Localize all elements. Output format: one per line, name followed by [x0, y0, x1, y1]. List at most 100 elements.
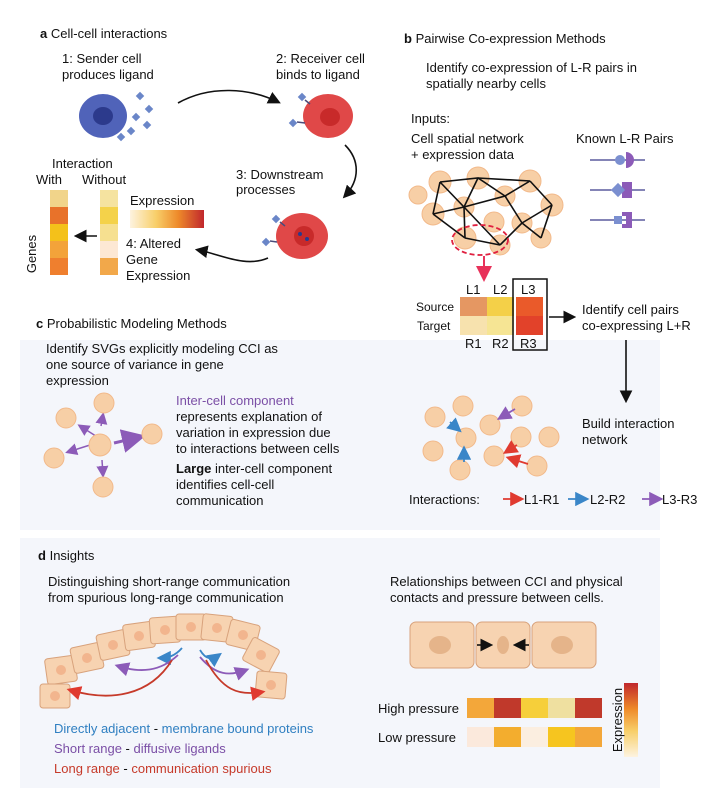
inter-cell-line4: to interactions between cells	[176, 441, 340, 456]
low-pressure-cell-0	[467, 727, 494, 747]
directly-adjacent-legend: Directly adjacent - membrane bound prote…	[54, 721, 314, 736]
build-network-line1: Build interaction	[582, 416, 675, 431]
high-pressure-cell-0	[467, 698, 494, 718]
step3-line1: 3: Downstream	[236, 167, 324, 182]
lr-expression-table	[460, 278, 548, 351]
inter-cell-line2: represents explanation of	[176, 409, 322, 424]
panel-d-heading: d Insights	[38, 548, 95, 563]
pressure-expression-label: Expression	[610, 687, 625, 753]
ligand-dots-icon	[116, 91, 154, 142]
with-label: With	[36, 172, 62, 187]
source-cell-0	[460, 297, 487, 316]
with-gene-cell-3	[50, 241, 68, 258]
low-pressure-cell-2	[521, 727, 548, 747]
low-pressure-cell-1	[494, 727, 521, 747]
without-gene-cell-0	[100, 190, 118, 207]
interaction-label: Interaction	[52, 156, 113, 171]
panel-a-heading: a Cell-cell interactions	[40, 26, 168, 41]
probabilistic-cells	[43, 392, 163, 498]
arrow-2-to-3	[342, 144, 358, 199]
panel-c-heading: c Probabilistic Modeling Methods	[36, 316, 227, 331]
cell-spatial-network	[408, 166, 564, 256]
downstream-cell-icon	[261, 213, 328, 259]
with-gene-cell-2	[50, 224, 68, 241]
step1-line2: produces ligand	[62, 67, 154, 82]
without-gene-cell-4	[100, 258, 118, 275]
receiver-cell-icon	[288, 92, 353, 138]
step4-line1: 4: Altered	[126, 236, 181, 251]
chain-nuclei	[50, 622, 276, 701]
with-column	[50, 190, 68, 275]
pressure-heatmap	[467, 698, 602, 747]
step2-line1: 2: Receiver cell	[276, 51, 365, 66]
identify-pairs-line2: co-expressing L+R	[582, 318, 691, 333]
legend-l3r3: L3-R3	[662, 492, 698, 507]
without-gene-cell-1	[100, 207, 118, 224]
high-pressure-cell-4	[575, 698, 602, 718]
ligand-l2: L2	[493, 282, 508, 297]
legend-l1r1: L1-R1	[524, 492, 560, 507]
long-range-legend: Long range - communication spurious	[54, 761, 272, 776]
panel-b-heading: b Pairwise Co-expression Methods	[404, 31, 606, 46]
low-pressure-cell-4	[575, 727, 602, 747]
interaction-network	[422, 395, 560, 481]
inputs-label: Inputs:	[411, 111, 451, 126]
range-arrows	[66, 647, 266, 701]
target-cell-2	[516, 316, 543, 335]
expression-label: Expression	[130, 193, 195, 208]
ligand-l1: L1	[466, 282, 481, 297]
step1-line1: 1: Sender cell	[62, 51, 142, 66]
step2-line2: binds to ligand	[276, 67, 360, 82]
step3-line2: processes	[236, 182, 296, 197]
high-pressure-cell-1	[494, 698, 521, 718]
with-gene-cell-4	[50, 258, 68, 275]
interactions-label: Interactions:	[409, 492, 480, 507]
panel-b-desc-line1: Identify co-expression of L-R pairs in	[426, 60, 637, 75]
panel-d-left-line1: Distinguishing short-range communication	[48, 574, 291, 589]
ligand-l3: L3	[521, 282, 536, 297]
step4-line3: Expression	[126, 268, 191, 283]
pressure-expression-gradient	[624, 683, 638, 757]
legend-l2r2: L2-R2	[590, 492, 626, 507]
panel-b-desc-line2: spatially nearby cells	[426, 76, 546, 91]
panel-d-right-line1: Relationships between CCI and physical	[390, 574, 623, 589]
identify-pairs-line1: Identify cell pairs	[582, 302, 679, 317]
receptor-r2: R2	[492, 336, 509, 351]
without-column	[100, 190, 118, 275]
inter-cell-line3: variation in expression due	[176, 425, 331, 440]
arrow-3-to-4	[194, 245, 269, 263]
large-component-line3: communication	[176, 493, 264, 508]
expression-gradient-bar	[130, 210, 204, 228]
sender-cell-icon	[79, 94, 127, 138]
inter-cell-heading: Inter-cell component	[176, 393, 294, 408]
target-label: Target	[417, 319, 451, 333]
source-cell-2	[516, 297, 543, 316]
high-pressure-label: High pressure	[378, 701, 459, 716]
source-label: Source	[416, 300, 455, 314]
large-component-line2: identifies cell-cell	[176, 477, 275, 492]
known-pairs-label: Known L-R Pairs	[576, 131, 674, 146]
lr-pair-icons	[590, 152, 645, 228]
panel-c-desc-line1: Identify SVGs explicitly modeling CCI as	[46, 341, 278, 356]
without-gene-cell-3	[100, 241, 118, 258]
pressure-cells	[409, 621, 597, 669]
target-cell-1	[487, 316, 514, 335]
receptor-r3: R3	[520, 336, 537, 351]
network-line2: + expression data	[411, 147, 514, 162]
network-line1: Cell spatial network	[411, 131, 524, 146]
large-component-line1: Large inter-cell component	[176, 461, 333, 476]
high-pressure-cell-3	[548, 698, 575, 718]
target-cell-0	[460, 316, 487, 335]
low-pressure-cell-3	[548, 727, 575, 747]
panel-d-left-line2: from spurious long-range communication	[48, 590, 284, 605]
panel-c-desc-line2: one source of variance in gene	[46, 357, 224, 372]
source-cell-1	[487, 297, 514, 316]
arrow-1-to-2	[177, 89, 281, 104]
short-range-legend: Short range - diffusive ligands	[54, 741, 226, 756]
without-label: Without	[82, 172, 127, 187]
low-pressure-label: Low pressure	[378, 730, 457, 745]
with-gene-cell-1	[50, 207, 68, 224]
without-gene-cell-2	[100, 224, 118, 241]
step4-line2: Gene	[126, 252, 158, 267]
